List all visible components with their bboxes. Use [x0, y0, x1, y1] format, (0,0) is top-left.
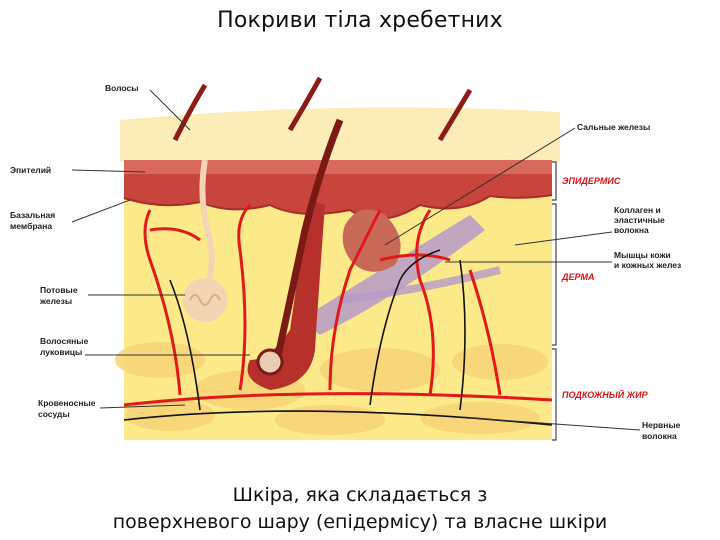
caption-line-1: Шкіра, яка складається з [232, 484, 488, 506]
label-blood-vessels-1: Кровеносные [38, 398, 96, 408]
leader-lines [71, 89, 641, 431]
label-nerve-fibers-2: волокна [642, 431, 677, 441]
label-basal-membrane-2: мембрана [10, 221, 52, 231]
sweat-duct [199, 159, 215, 292]
hair-bulb [256, 348, 284, 376]
label-epidermis: ЭПИДЕРМИС [562, 176, 621, 186]
slide-title: Покриви тіла хребетних [217, 8, 503, 33]
label-sebaceous-glands: Сальные железы [577, 122, 650, 132]
label-subcutaneous-fat: ПОДКОЖНЫЙ ЖИР [562, 389, 649, 400]
epidermis-layer [124, 160, 552, 219]
label-basal-membrane-1: Базальная [10, 210, 55, 220]
slide-caption: Шкіра, яка складається з поверхневого ша… [0, 482, 720, 536]
sweat-gland [183, 278, 227, 322]
hair-strand [437, 88, 473, 142]
label-collagen-1: Коллаген и [614, 205, 661, 215]
label-sweat-glands-2: железы [39, 296, 72, 306]
blood-vessels [123, 203, 553, 407]
hair-follicle [247, 200, 325, 390]
label-sweat-glands-1: Потовые [40, 285, 78, 295]
label-nerve-fibers-1: Нервные [642, 420, 681, 430]
hair-shaft [271, 118, 344, 371]
label-epithelium: Эпителий [10, 165, 51, 175]
hair-strand [172, 83, 208, 142]
label-muscles-2: и кожных желез [614, 260, 681, 270]
skin-illustration [71, 76, 641, 441]
caption-line-2: поверхневого шару (епідермісу) та власне… [112, 511, 608, 533]
label-blood-vessels-2: сосуды [38, 409, 70, 419]
label-hair-bulbs-1: Волосяные [40, 336, 89, 346]
epithelium-top [124, 160, 552, 174]
label-hair: Волосы [105, 83, 138, 93]
muscle-fibers [300, 215, 485, 335]
layer-brackets [552, 161, 557, 441]
label-collagen-3: волокна [614, 225, 649, 235]
label-hair-bulbs-2: луковицы [40, 347, 82, 357]
label-dermis: ДЕРМА [561, 272, 595, 282]
label-muscles-1: Мышцы кожи [614, 250, 671, 260]
hair-strand [287, 76, 323, 132]
label-collagen-2: эластичные [614, 215, 665, 225]
